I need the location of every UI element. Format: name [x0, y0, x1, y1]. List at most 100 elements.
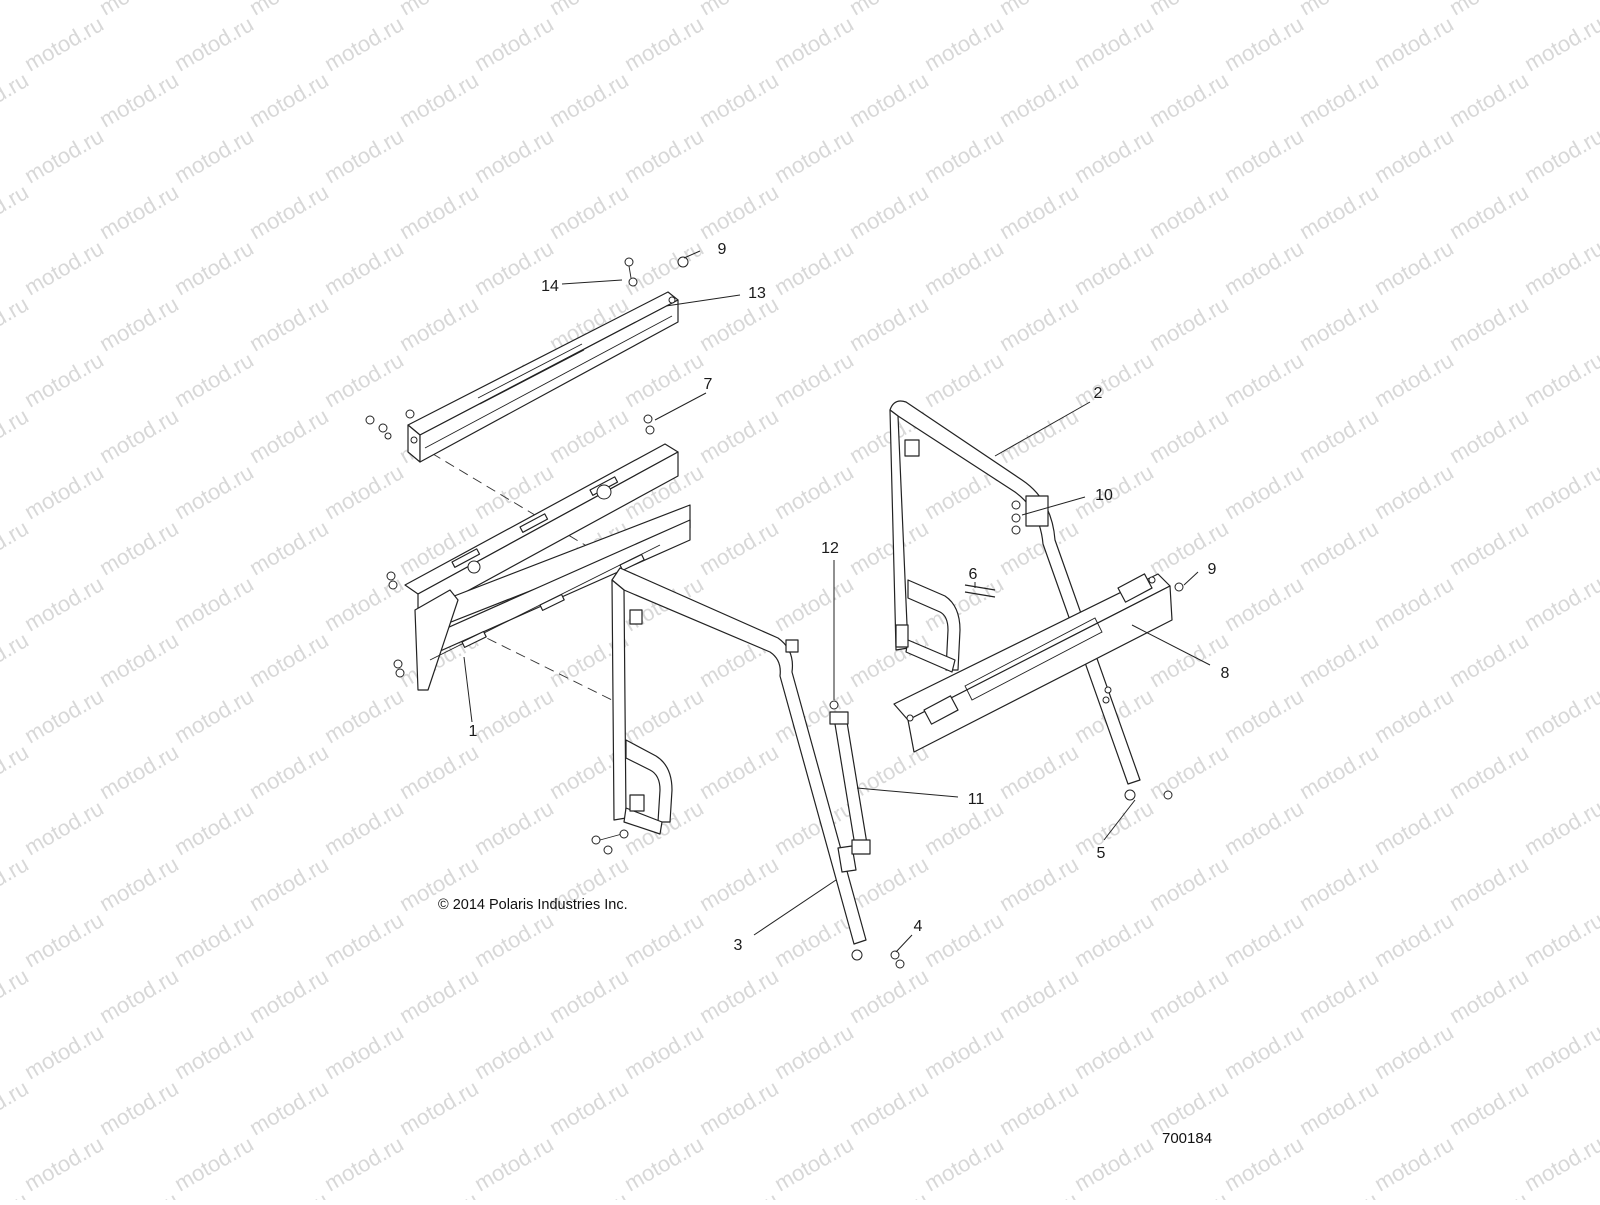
- watermark-text: motod.ru: [1520, 1019, 1600, 1084]
- callout-9-top: 9: [718, 241, 727, 258]
- watermark-text: motod.ru: [695, 67, 783, 132]
- watermark-text: motod.ru: [1445, 403, 1533, 468]
- watermark-text: motod.ru: [395, 0, 483, 20]
- watermark-text: motod.ru: [1520, 123, 1600, 188]
- watermark-text: motod.ru: [920, 123, 1008, 188]
- watermark-text: motod.ru: [395, 963, 483, 1028]
- fastener-5: [1124, 789, 1173, 801]
- watermark-text: motod.ru: [245, 515, 333, 580]
- part-3-roll-bar: [611, 567, 867, 945]
- watermark-text: motod.ru: [920, 1019, 1008, 1084]
- watermark-text: motod.ru: [395, 179, 483, 244]
- part-1-rear-frame: [404, 443, 691, 691]
- callout-5: 5: [1097, 845, 1106, 862]
- watermark-text: motod.ru: [170, 795, 258, 860]
- watermark-text: motod.ru: [1070, 123, 1158, 188]
- watermark-text: motod.ru: [170, 571, 258, 636]
- watermark-text: motod.ru: [470, 1019, 558, 1084]
- callout-11: 11: [968, 791, 985, 808]
- watermark-text: motod.ru: [95, 67, 183, 132]
- watermark-text: motod.ru: [545, 963, 633, 1028]
- watermark-text: motod.ru: [0, 291, 33, 356]
- watermark-text: motod.ru: [1520, 459, 1600, 524]
- watermark-text: motod.ru: [1295, 739, 1383, 804]
- watermark-text: motod.ru: [1445, 963, 1533, 1028]
- watermark-text: motod.ru: [1295, 67, 1383, 132]
- watermark-text: motod.ru: [995, 1187, 1083, 1200]
- watermark-text: motod.ru: [845, 291, 933, 356]
- watermark-text: motod.ru: [770, 235, 858, 300]
- callout-13: 13: [748, 285, 766, 302]
- watermark-text: motod.ru: [20, 571, 108, 636]
- watermark-text: motod.ru: [920, 1131, 1008, 1196]
- watermark-text: motod.ru: [1520, 683, 1600, 748]
- watermark-text: motod.ru: [1445, 179, 1533, 244]
- watermark-text: motod.ru: [845, 1187, 933, 1200]
- callout-2: 2: [1094, 385, 1103, 402]
- watermark-text: motod.ru: [20, 1019, 108, 1084]
- watermark-text: motod.ru: [20, 235, 108, 300]
- watermark-text: motod.ru: [695, 291, 783, 356]
- watermark-text: motod.ru: [320, 11, 408, 76]
- watermark-text: motod.ru: [1145, 627, 1233, 692]
- watermark-text: motod.ru: [245, 963, 333, 1028]
- watermark-text: motod.ru: [0, 627, 33, 692]
- watermark-text: motod.ru: [20, 123, 108, 188]
- watermark-text: motod.ru: [395, 291, 483, 356]
- watermark-text: motod.ru: [995, 67, 1083, 132]
- watermark-text: motod.ru: [95, 1075, 183, 1140]
- watermark-text: motod.ru: [1445, 0, 1533, 20]
- watermark-text: motod.ru: [1295, 515, 1383, 580]
- watermark-text: motod.ru: [920, 795, 1008, 860]
- watermark-text: motod.ru: [0, 403, 33, 468]
- watermark-text: motod.ru: [1370, 1131, 1458, 1196]
- watermark-text: motod.ru: [1520, 907, 1600, 972]
- watermark-text: motod.ru: [1220, 11, 1308, 76]
- watermark-text: motod.ru: [620, 1131, 708, 1196]
- watermark-text: motod.ru: [1595, 739, 1600, 804]
- fastener-4: [851, 949, 905, 969]
- watermark-text: motod.ru: [470, 123, 558, 188]
- watermark-text: motod.ru: [1220, 907, 1308, 972]
- watermark-text: motod.ru: [1520, 571, 1600, 636]
- watermark-text: motod.ru: [395, 1075, 483, 1140]
- watermark-text: motod.ru: [1145, 963, 1233, 1028]
- watermark-text: motod.ru: [320, 235, 408, 300]
- watermark-text: motod.ru: [695, 963, 783, 1028]
- part-13-top-rail: [407, 291, 679, 463]
- watermark-text: motod.ru: [170, 123, 258, 188]
- watermark-text: motod.ru: [695, 739, 783, 804]
- callout-14: 14: [541, 278, 559, 295]
- watermark-text: motod.ru: [0, 179, 33, 244]
- watermark-text: motod.ru: [695, 403, 783, 468]
- watermark-text: motod.ru: [0, 963, 33, 1028]
- watermark-text: motod.ru: [620, 347, 708, 412]
- watermark-text: motod.ru: [845, 851, 933, 916]
- watermark-text: motod.ru: [95, 963, 183, 1028]
- watermark-text: motod.ru: [995, 179, 1083, 244]
- watermark-text: motod.ru: [1595, 403, 1600, 468]
- watermark-text: motod.ru: [470, 11, 558, 76]
- watermark-text: motod.ru: [1295, 963, 1383, 1028]
- watermark-text: motod.ru: [20, 795, 108, 860]
- watermark-text: motod.ru: [1145, 179, 1233, 244]
- watermark-text: motod.ru: [770, 907, 858, 972]
- watermark-text: motod.ru: [1595, 963, 1600, 1028]
- fastener-frame-left: [386, 571, 405, 678]
- watermark-text: motod.ru: [845, 515, 933, 580]
- watermark-text: motod.ru: [695, 0, 783, 20]
- watermark-text: motod.ru: [1145, 67, 1233, 132]
- watermark-text: motod.ru: [1145, 515, 1233, 580]
- watermark-text: motod.ru: [0, 851, 33, 916]
- watermark-text: motod.ru: [1295, 1187, 1383, 1200]
- watermark-text: motod.ru: [1220, 1019, 1308, 1084]
- watermark-text: motod.ru: [620, 11, 708, 76]
- watermark-text: motod.ru: [95, 515, 183, 580]
- watermark-text: motod.ru: [695, 851, 783, 916]
- watermark-text: motod.ru: [1595, 67, 1600, 132]
- watermark-text: motod.ru: [1445, 1075, 1533, 1140]
- fastener-roll-bar-base: [591, 829, 629, 855]
